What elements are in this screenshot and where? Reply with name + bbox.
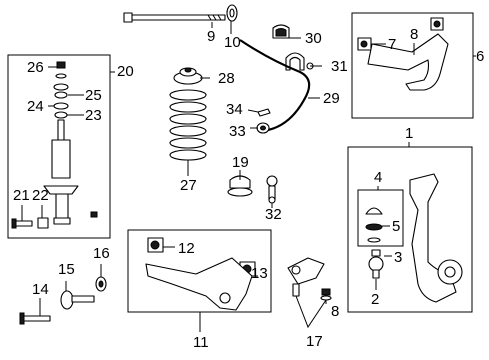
lower-control-arm-part [145,257,253,311]
retainer-part [256,122,270,134]
steering-knuckle-part [409,173,463,303]
lower-ball-joint-stud-part [287,257,325,297]
callout-21: 21 [13,187,30,204]
shock-washer-part [53,83,69,99]
shock-nut-part [90,211,98,218]
knuckle-box [347,146,473,313]
clip-part [257,108,271,117]
callout-27: 27 [180,177,197,194]
callout-33: 33 [229,123,246,140]
shock-lower-bushing-part [37,217,49,229]
nut-part [226,4,238,22]
callout-14: 14 [32,281,49,298]
shock-bolt-part [11,218,33,229]
shock-assembly-box [7,54,111,239]
stabilizer-bushing-part [272,24,290,39]
callout-29: 29 [323,90,340,107]
cam-nut-part [95,276,107,292]
callout-34: 34 [226,101,243,118]
callout-15: 15 [58,261,75,278]
callout-10: 10 [224,34,241,51]
cam-plate-part [60,290,95,310]
callout-7: 7 [388,36,397,53]
stabilizer-link-part [266,175,278,204]
stabilizer-bar-part [239,39,311,133]
callout-20: 20 [117,63,134,80]
callout-24: 24 [27,98,44,115]
shock-top-nut-part [55,61,67,79]
callout-26: 26 [27,59,44,76]
callout-30: 30 [305,30,322,47]
bump-stop-part [227,175,253,197]
callout-6: 6 [476,48,485,65]
upper-arm-box [351,12,474,119]
callout-17: 17 [306,333,323,350]
callout-2: 2 [371,291,380,308]
callout-9: 9 [207,28,216,45]
callout-12: 12 [178,240,195,257]
cam-bolt-part [19,312,51,325]
coil-spring-part [169,89,207,161]
long-bolt-part [123,12,226,23]
ball-joint-boot-part [365,207,383,243]
callout-1: 1 [405,125,414,142]
shock-bushing-part [53,102,69,119]
upper-control-arm-part [367,33,449,91]
callout-11: 11 [193,334,209,351]
lower-ball-joint-part [368,249,384,279]
callout-25: 25 [85,87,102,104]
upper-mount-part [173,67,203,85]
callout-13: 13 [251,265,268,282]
lower-arm-bushing-part [147,237,256,277]
callout-32: 32 [265,206,282,223]
callout-5: 5 [392,218,401,235]
ball-joint-nut-part [320,288,332,301]
callout-8-lower: 8 [331,303,340,320]
callout-22: 22 [32,187,49,204]
callout-4: 4 [374,169,383,186]
callout-19: 19 [232,154,249,171]
callout-3: 3 [394,249,403,266]
callout-28: 28 [218,70,235,87]
callout-23: 23 [85,107,102,124]
leader-lines [21,21,476,332]
callout-31: 31 [331,58,348,75]
callout-16: 16 [93,245,110,262]
shock-absorber-part [43,119,79,225]
callout-8-upper: 8 [410,26,419,43]
ball-joint-inner-box [357,189,404,247]
